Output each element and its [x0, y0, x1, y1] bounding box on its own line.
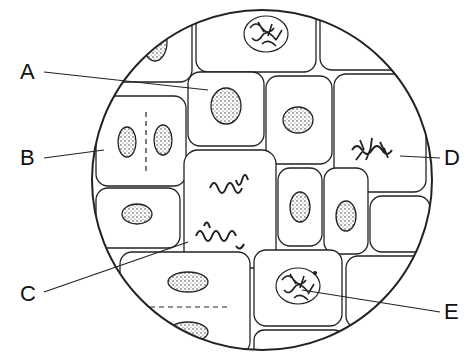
- part-letter: C: [20, 282, 36, 306]
- part-letter: A: [20, 60, 35, 84]
- part-letter: D: [444, 146, 460, 170]
- leader-lines: [44, 72, 440, 312]
- part-letter: E: [444, 300, 459, 324]
- part-letter: B: [20, 146, 35, 170]
